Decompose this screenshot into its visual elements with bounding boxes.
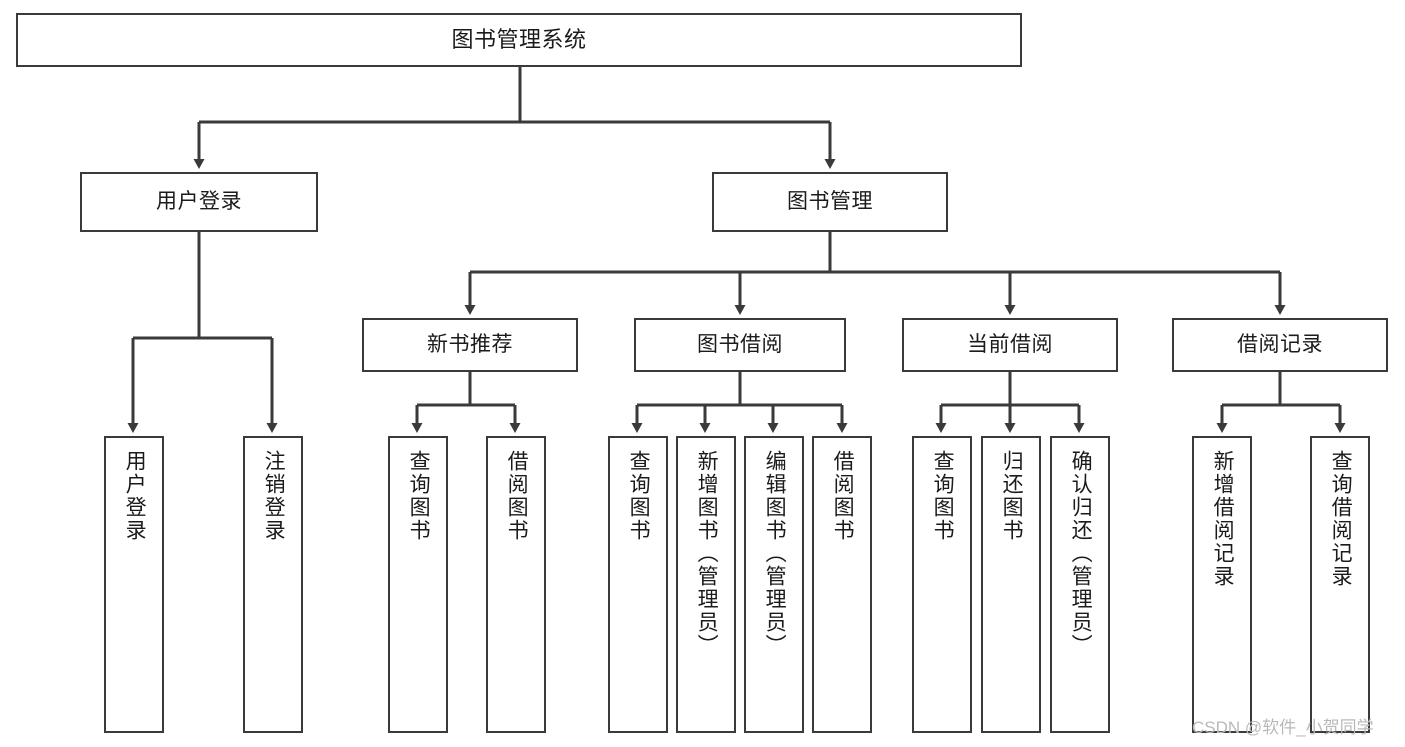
node-label: 新书推荐 <box>427 332 513 356</box>
node-user-login[interactable]: 用户登录 <box>80 172 318 232</box>
node-label: 当前借阅 <box>967 332 1053 356</box>
node-label: 新增图书（管理员） <box>695 450 719 657</box>
leaf-book-borrow-edit-book-admin[interactable]: 编辑图书（管理员） <box>744 436 804 733</box>
node-label: 图书借阅 <box>697 332 783 356</box>
node-label: 查询借阅记录 <box>1329 450 1353 588</box>
leaf-borrow-record-query-record[interactable]: 查询借阅记录 <box>1310 436 1370 733</box>
node-label: 用户登录 <box>156 189 242 213</box>
node-label: 查询图书 <box>931 450 955 542</box>
leaf-book-borrow-add-book-admin[interactable]: 新增图书（管理员） <box>676 436 736 733</box>
node-label: 编辑图书（管理员） <box>763 450 787 657</box>
leaf-current-borrow-query-book[interactable]: 查询图书 <box>912 436 972 733</box>
node-book-borrow[interactable]: 图书借阅 <box>634 318 846 372</box>
node-label: 图书管理系统 <box>451 27 587 53</box>
node-label: 借阅图书 <box>831 450 855 542</box>
leaf-user-login-login[interactable]: 用户登录 <box>104 436 164 733</box>
node-label: 注销登录 <box>262 450 286 542</box>
node-label: 新增借阅记录 <box>1211 450 1235 588</box>
leaf-new-book-borrow-book[interactable]: 借阅图书 <box>486 436 546 733</box>
watermark: CSDN @软件_小贺同学 <box>1192 718 1374 737</box>
leaf-book-borrow-borrow-book[interactable]: 借阅图书 <box>812 436 872 733</box>
node-current-borrow[interactable]: 当前借阅 <box>902 318 1118 372</box>
node-root-book-management-system[interactable]: 图书管理系统 <box>16 13 1022 67</box>
leaf-new-book-query-book[interactable]: 查询图书 <box>388 436 448 733</box>
node-label: 查询图书 <box>407 450 431 542</box>
leaf-borrow-record-add-record[interactable]: 新增借阅记录 <box>1192 436 1252 733</box>
node-new-book-recommend[interactable]: 新书推荐 <box>362 318 578 372</box>
node-label: 图书管理 <box>787 189 873 213</box>
node-label: 借阅记录 <box>1237 332 1323 356</box>
node-label: 借阅图书 <box>505 450 529 542</box>
leaf-current-borrow-confirm-return-admin[interactable]: 确认归还（管理员） <box>1050 436 1110 733</box>
node-borrow-record[interactable]: 借阅记录 <box>1172 318 1388 372</box>
leaf-book-borrow-query-book[interactable]: 查询图书 <box>608 436 668 733</box>
leaf-current-borrow-return-book[interactable]: 归还图书 <box>981 436 1041 733</box>
node-label: 查询图书 <box>627 450 651 542</box>
node-book-management[interactable]: 图书管理 <box>712 172 948 232</box>
node-label: 确认归还（管理员） <box>1069 450 1093 657</box>
node-label: 归还图书 <box>1000 450 1024 542</box>
leaf-user-login-logout[interactable]: 注销登录 <box>243 436 303 733</box>
node-label: 用户登录 <box>123 450 147 542</box>
